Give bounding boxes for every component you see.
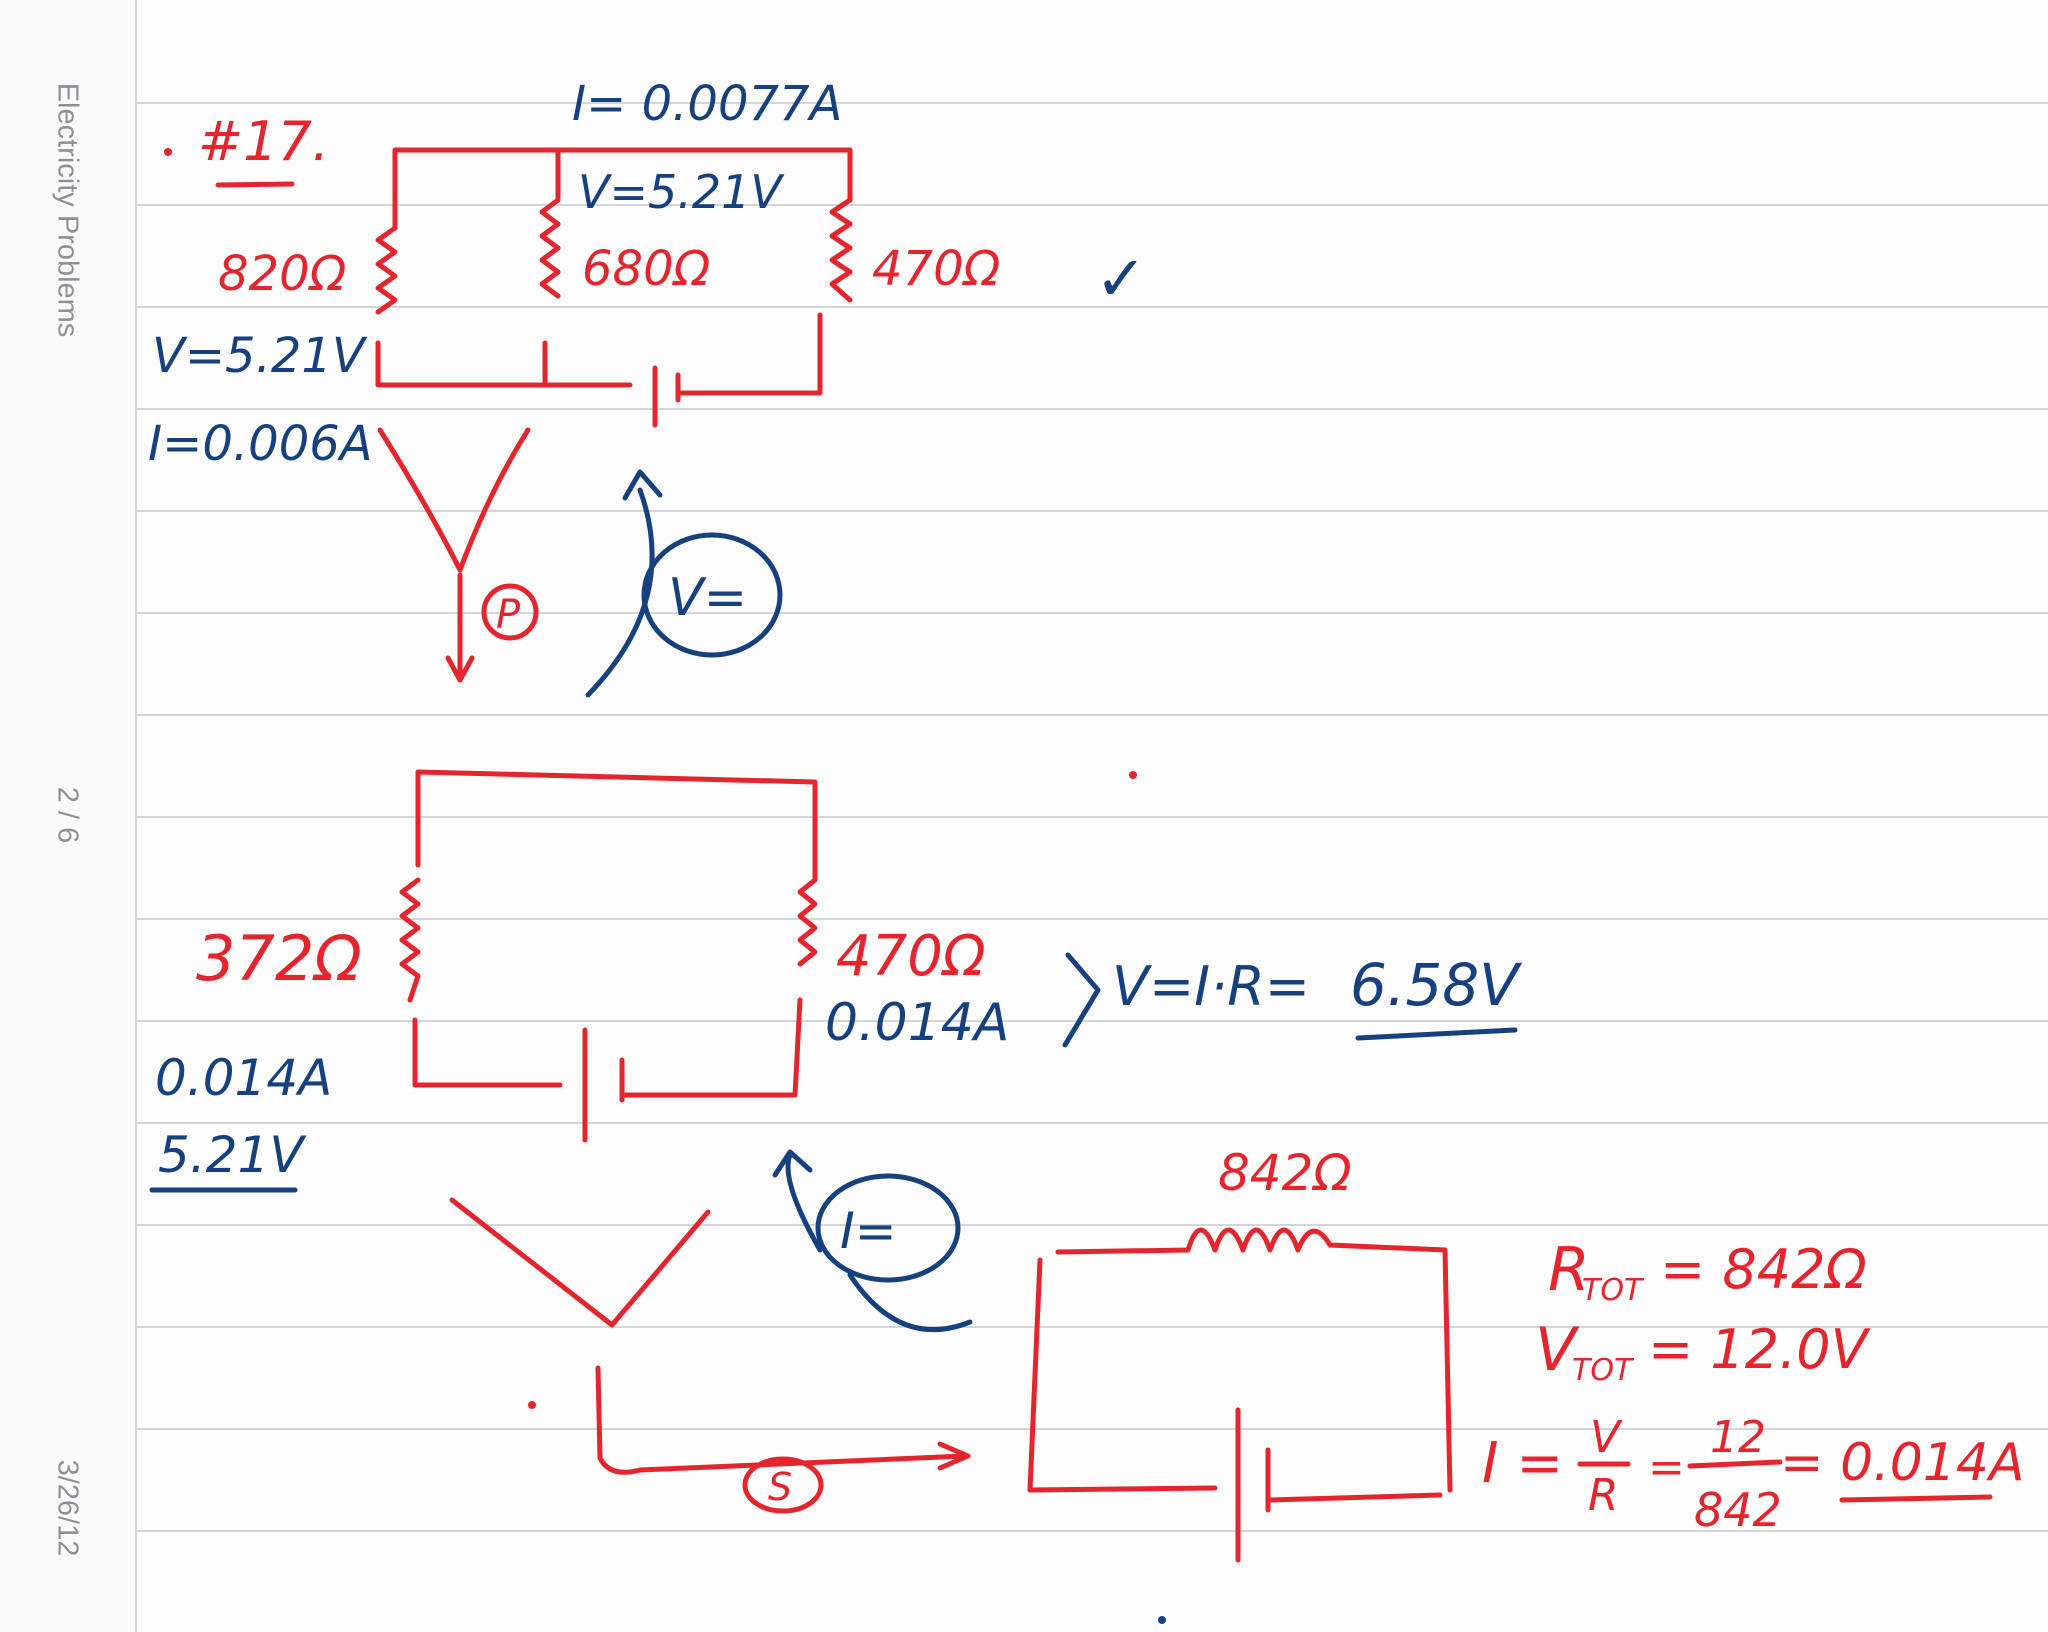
current-circle [815, 1173, 961, 1283]
current-total-label: I= 0.0077A [572, 76, 842, 132]
series-v-mark [449, 1197, 711, 1328]
circuit-1-battery [652, 312, 823, 428]
fraction-1-denominator: R [1588, 1470, 1619, 1521]
circuit-2-resistor-2-zigzag [797, 877, 818, 967]
page-margin-sidebar: Electricity Problems 2 / 6 3/26/12 [0, 0, 137, 1632]
circuit-1-bottom-left-wire [375, 340, 548, 388]
current-left-label: I=0.006A [148, 416, 373, 472]
resistor-842-label: 842Ω [1218, 1144, 1352, 1202]
stray-dot [1129, 771, 1137, 779]
v-total-value: = 12.0V [1648, 1318, 1872, 1381]
r-total-value: = 842Ω [1660, 1238, 1867, 1301]
stray-blue-dot [1158, 1616, 1166, 1624]
circuit-1-resistor-1-zigzag [375, 225, 398, 315]
series-label: S [768, 1465, 792, 1509]
voltage-result: 6.58V [1350, 951, 1523, 1019]
circuit-2-series: 372Ω 470Ω 0.014A 0.014A 5.21V V=I·R= 6.5… [149, 769, 1523, 1514]
fraction-2-bar [1687, 1459, 1783, 1469]
resistor-1-label: 820Ω [218, 246, 347, 302]
voltage-left-label: V=5.21V [152, 328, 368, 384]
problem-number-underline [215, 181, 295, 188]
series-dot [528, 1401, 536, 1409]
fraction-2-denominator: 842 [1694, 1483, 1782, 1537]
parallel-label: P [496, 592, 521, 638]
circuit-3-single: 842Ω R TOT = 842Ω V TOT = 12.0V I = V R … [1027, 1144, 2025, 1624]
resistor-372-label: 372Ω [196, 922, 362, 995]
circuit-3-battery-wire [1027, 1257, 1443, 1563]
fraction-2-numerator: 12 [1710, 1412, 1766, 1463]
equals-sign: = [1648, 1442, 1685, 1493]
resistor-470-label: 470Ω [836, 924, 986, 989]
series-circle [742, 1456, 824, 1514]
circuit-1-resistor-3-zigzag [829, 197, 853, 303]
circuit-1-resistor-2-zigzag [539, 197, 561, 299]
circuit-1-parallel: #17. 820Ω 680Ω 470Ω I= 0.0077A V=5.21V V… [148, 76, 1147, 698]
circuit-1-top-wire [392, 147, 853, 231]
voltage-result-underline [1355, 1027, 1518, 1041]
current-formula-symbol: I = [1482, 1431, 1563, 1496]
resistor-2-label: 680Ω [582, 241, 711, 297]
parallel-down-arrow [445, 572, 475, 683]
circuit-3-resistor-wire [1055, 1227, 1453, 1493]
fraction-1-numerator: V [1590, 1412, 1623, 1463]
current-circle-text: I= [840, 1202, 897, 1260]
voltage-top-label: V=5.21V [578, 165, 785, 219]
current-left-label-2: 0.014A [155, 1049, 332, 1107]
parallel-v-mark [377, 427, 531, 573]
r-total-symbol: R [1548, 1235, 1590, 1305]
v-total-symbol: V [1535, 1315, 1580, 1385]
ruled-lines [137, 102, 2048, 1532]
resistor-3-label: 470Ω [872, 241, 1001, 297]
bullet-dot [164, 148, 172, 156]
voltage-circle [641, 532, 783, 658]
brace-mark [1062, 952, 1101, 1048]
v-total-subscript: TOT [1572, 1353, 1635, 1388]
current-result: = 0.014A [1780, 1433, 2025, 1493]
problem-number: #17. [198, 110, 329, 173]
series-arrow [595, 1365, 971, 1475]
current-result-underline [1839, 1494, 1993, 1503]
circuit-2-resistor-1-zigzag [399, 877, 421, 1003]
parallel-circle [481, 583, 539, 641]
check-mark: ✓ [1095, 242, 1147, 315]
circuit-2-top-wire [415, 769, 818, 883]
ohms-law-formula: V=I·R= [1112, 955, 1310, 1018]
voltage-left-label-2: 5.21V [158, 1126, 307, 1184]
current-right-label: 0.014A [825, 993, 1009, 1053]
current-curved-arrow [772, 1149, 823, 1253]
r-total-subscript: TOT [1582, 1273, 1645, 1308]
current-circle-tail [847, 1272, 973, 1332]
voltage-curved-arrow [585, 469, 663, 698]
voltage-circle-text: V= [668, 568, 747, 628]
circuit-2-bottom-wire-battery [412, 997, 803, 1143]
